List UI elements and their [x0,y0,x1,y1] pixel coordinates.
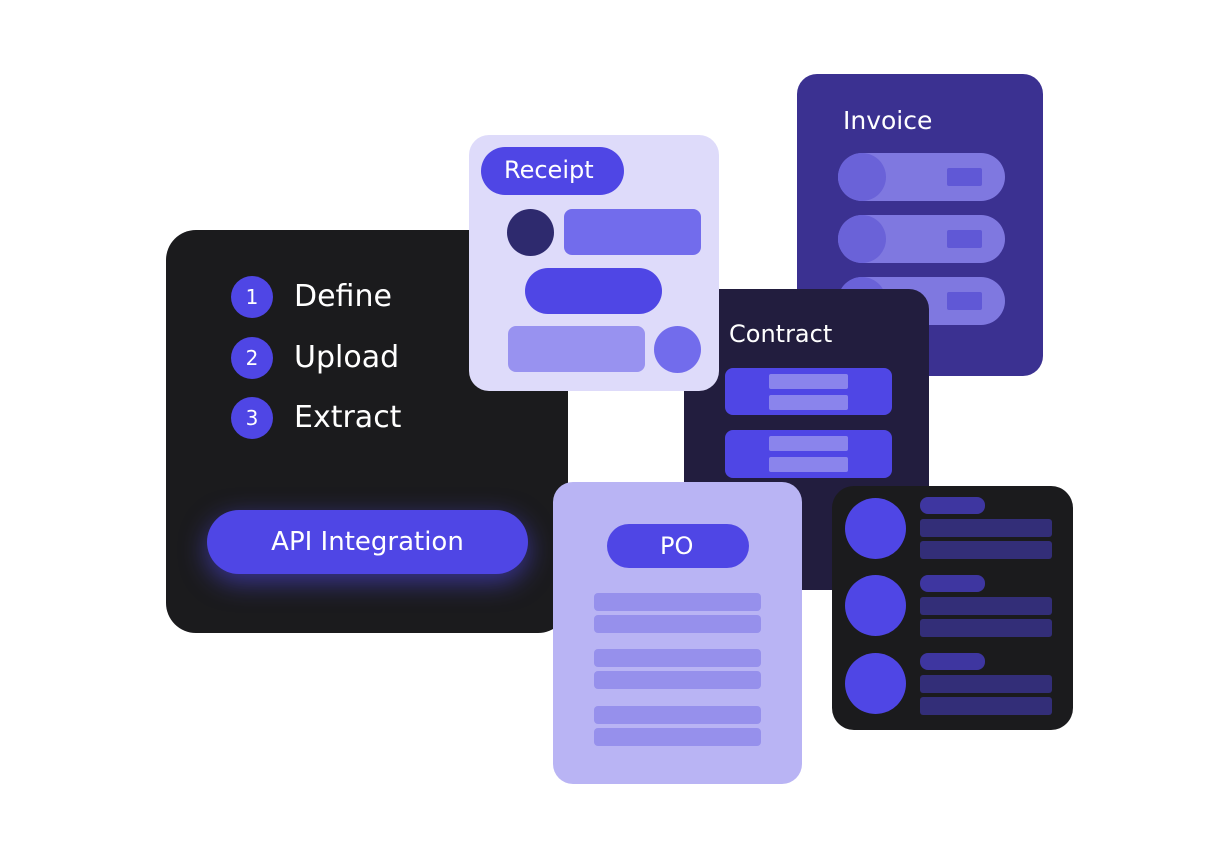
invoice-field-dot [838,215,886,263]
receipt-amount-pill [525,268,662,314]
receipt-title: Receipt [504,156,594,184]
po-title: PO [660,532,694,560]
step-label-upload: Upload [294,340,400,375]
step-number-badge: 2 [231,337,273,379]
step-number-badge: 1 [231,276,273,318]
list-item-line [920,619,1052,637]
api-integration-button[interactable]: API Integration [207,510,528,574]
po-line [594,649,761,667]
list-item-heading [920,653,985,670]
receipt-line-block [564,209,701,255]
contract-clause-line [769,395,848,410]
list-item-line [920,697,1052,715]
list-item-avatar [845,498,906,559]
step-label-define: Define [294,279,392,314]
contract-clause-line [769,374,848,389]
po-line [594,593,761,611]
receipt-tag [481,147,624,195]
receipt-status-dot [654,326,701,373]
po-line [594,728,761,746]
invoice-field-value [947,168,982,186]
invoice-field-value [947,230,982,248]
po-line [594,706,761,724]
step-label-extract: Extract [294,400,402,435]
receipt-line-block [508,326,645,372]
receipt-avatar-dot [507,209,554,256]
list-item-line [920,541,1052,559]
po-line [594,615,761,633]
invoice-field-dot [838,153,886,201]
list-item-avatar [845,575,906,636]
invoice-field-value [947,292,982,310]
list-item-avatar [845,653,906,714]
contract-title: Contract [729,320,833,348]
list-item-heading [920,575,985,592]
list-item-line [920,675,1052,693]
step-number-badge: 3 [231,397,273,439]
contract-clause-line [769,457,848,472]
po-tag [607,524,749,568]
list-item-heading [920,497,985,514]
contract-clause-line [769,436,848,451]
list-item-line [920,597,1052,615]
invoice-title: Invoice [843,106,933,135]
po-line [594,671,761,689]
list-item-line [920,519,1052,537]
